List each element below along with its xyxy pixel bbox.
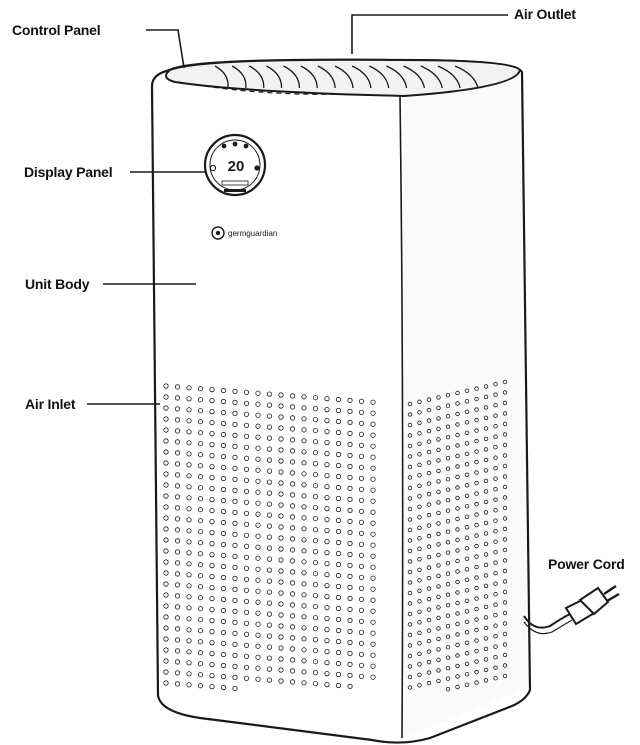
timer-icon (233, 142, 238, 147)
brand-name: germguardian (228, 229, 277, 238)
body-side-face (404, 80, 528, 738)
power-plug-icon (566, 586, 619, 624)
label-air-outlet: Air Outlet (514, 6, 576, 22)
label-control-panel: Control Panel (12, 22, 100, 38)
fan-icon (222, 144, 227, 149)
label-display-panel: Display Panel (24, 164, 112, 180)
label-power-cord: Power Cord (548, 556, 625, 572)
mode-button-icon (254, 165, 259, 170)
display-value: 20 (228, 158, 245, 175)
filter-indicator (224, 189, 246, 192)
display-panel: 20 (205, 135, 265, 195)
sleep-icon (244, 144, 249, 149)
leader-air-outlet (352, 15, 508, 54)
label-air-inlet: Air Inlet (25, 396, 75, 412)
leader-control-panel (146, 30, 184, 68)
label-unit-body: Unit Body (25, 276, 89, 292)
